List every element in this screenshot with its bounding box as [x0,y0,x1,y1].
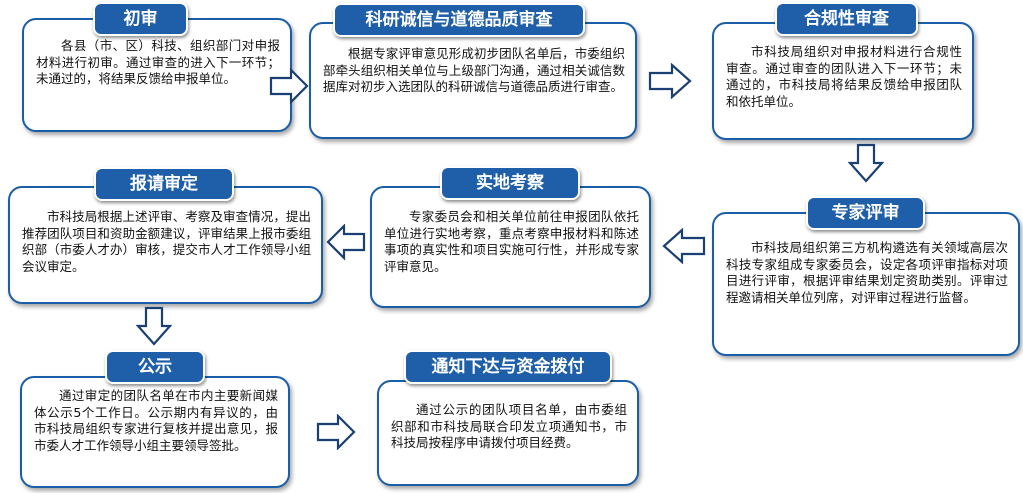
step-text-expert-review: 市科技局组织第三方机构遴选有关领域高层次科技专家组成专家委员会，设定各项评审指标… [726,240,1008,305]
step-text-notice-funding: 通过公示的团队项目名单，由市委组织部和市科技局联合印发立项通知书，市科技局按程序… [391,402,627,450]
step-title-site-inspection: 实地考察 [440,166,580,200]
step-card-compliance-review: 市科技局组织对申报材料进行合规性审查。通过审查的团队进入下一环节；未通过的，市科… [712,22,974,140]
arrow-down-icon [848,143,884,183]
arrow-left-icon [662,228,706,264]
step-title-integrity-review: 科研诚信与道德品质审查 [333,3,585,37]
arrow-down-icon [136,306,172,346]
step-text-publicity: 通过审定的团队名单在市内主要新闻媒体公示5个工作日。公示期内有异议的，由市科技局… [34,388,278,453]
step-card-initial-review: 各县（市、区）科技、组织部门对申报材料进行初审。通过审查的进入下一环节；未通过的… [22,18,292,132]
step-title-compliance-review: 合规性审查 [775,2,918,36]
step-card-expert-review: 市科技局组织第三方机构遴选有关领域高层次科技专家组成专家委员会，设定各项评审指标… [712,212,1020,356]
step-text-site-inspection: 专家委员会和相关单位前往申报团队依托单位进行实地考察，重点考察申报材料和陈述事项… [384,209,639,274]
step-card-approval-request: 市科技局根据上述评审、考察及审查情况，提出推荐团队项目和资助金额建议，评审结果上… [8,186,323,304]
step-card-notice-funding: 通过公示的团队项目名单，由市委组织部和市科技局联合印发立项通知书，市科技局按程序… [377,380,639,486]
step-card-site-inspection: 专家委员会和相关单位前往申报团队依托单位进行实地考察，重点考察申报材料和陈述事项… [370,186,651,308]
step-title-publicity: 公示 [105,350,205,384]
step-title-initial-review: 初审 [93,2,188,36]
step-card-integrity-review: 根据专家评审意见形成初步团队名单后，市委组织部牵头组织相关单位与上级部门沟通，通… [309,22,637,139]
step-text-compliance-review: 市科技局组织对申报材料进行合规性审查。通过审查的团队进入下一环节；未通过的，市科… [726,44,962,109]
step-card-publicity: 通过审定的团队名单在市内主要新闻媒体公示5个工作日。公示期内有异议的，由市科技局… [20,376,290,488]
arrow-right-icon [648,63,692,99]
arrow-left-icon [326,224,366,260]
step-title-notice-funding: 通知下达与资金拨付 [404,350,612,384]
step-title-expert-review: 专家评审 [806,196,925,230]
arrow-right-icon [269,68,309,104]
step-text-integrity-review: 根据专家评审意见形成初步团队名单后，市委组织部牵头组织相关单位与上级部门沟通，通… [323,46,625,94]
step-title-approval-request: 报请审定 [94,167,234,201]
step-text-initial-review: 各县（市、区）科技、组织部门对申报材料进行初审。通过审查的进入下一环节；未通过的… [36,38,280,86]
step-text-approval-request: 市科技局根据上述评审、考察及审查情况，提出推荐团队项目和资助金额建议，评审结果上… [22,209,311,274]
arrow-right-icon [316,414,356,450]
